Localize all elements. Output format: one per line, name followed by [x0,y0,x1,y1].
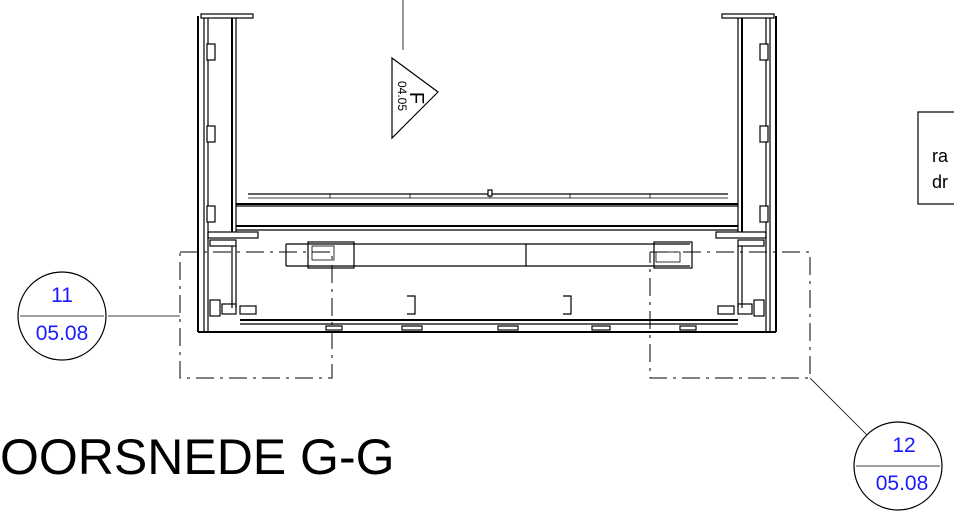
callout-detail-number: 12 [892,434,915,457]
detail-boundary-left [179,251,333,379]
callout-detail-number: 11 [51,284,73,307]
detail-callout-11: 11 05.08 [17,271,107,361]
detail-boundary-right [649,251,811,379]
hanging-rail [285,241,693,269]
callout-sheet-number: 05.08 [876,472,929,495]
callout-sheet-number: 05.08 [36,322,89,345]
right-column [715,13,777,332]
left-column [197,13,259,332]
section-title: OORSNEDE G-G [0,429,394,485]
note-line-2: dr [932,172,948,192]
deck-beam [236,189,738,231]
note-line-1: ra [932,146,949,166]
callout-leader-right [809,377,869,437]
section-marker-sheet: 04.05 [395,81,409,111]
section-marker: F 04.05 [391,56,439,140]
note-box: ra dr [917,111,954,205]
floor-structure [198,295,776,333]
section-marker-letter: F [405,92,427,104]
detail-callout-12: 12 05.08 [853,421,943,511]
